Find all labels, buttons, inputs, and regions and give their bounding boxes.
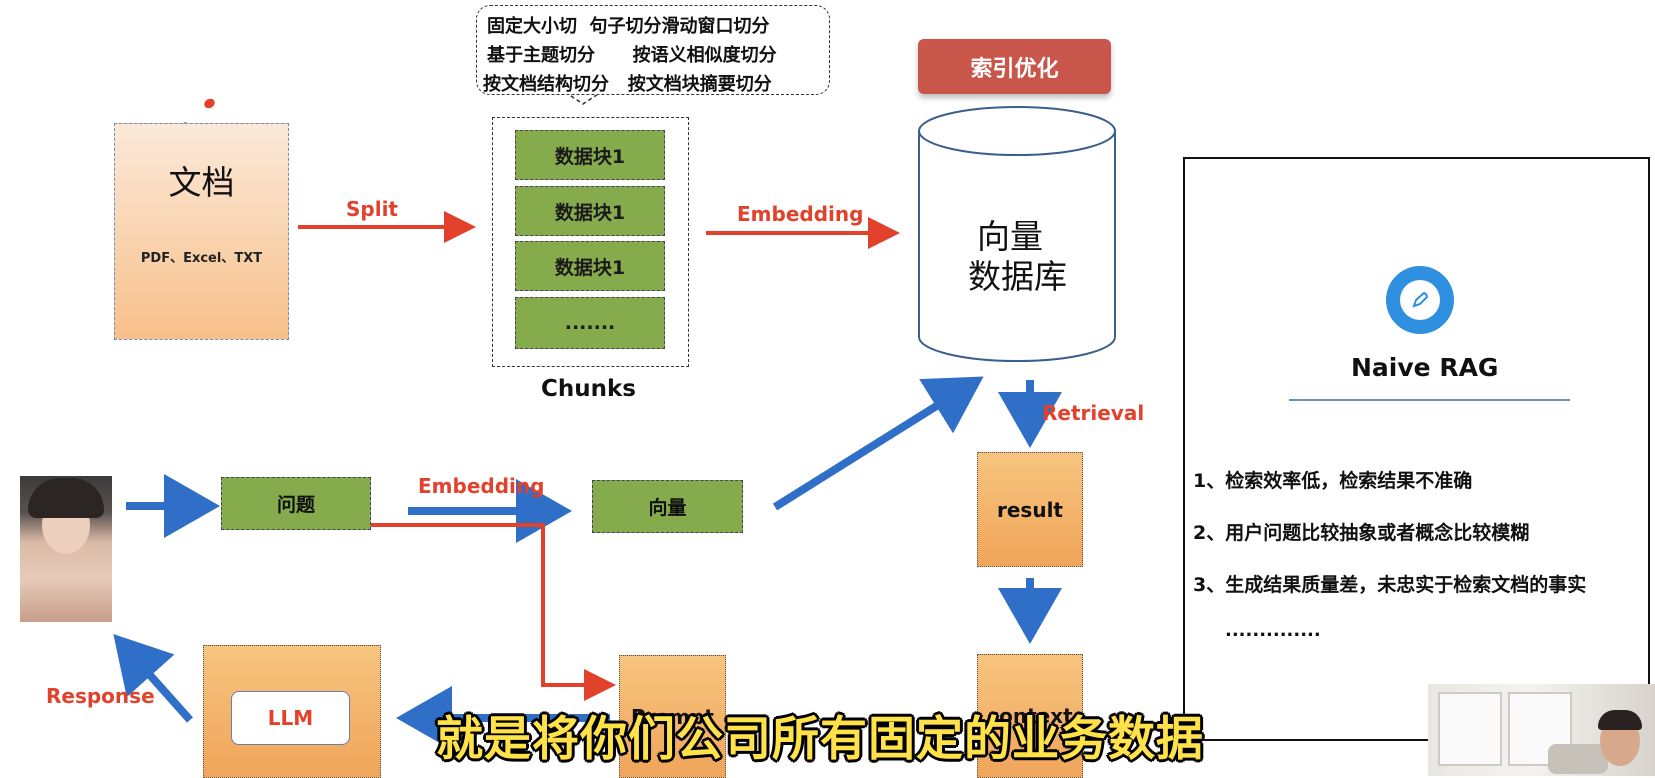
naive-rag-issue-1: 1、检索效率低，检索结果不准确 (1193, 470, 1473, 492)
strategy-row-1: 固定大小切 句子切分滑动窗口切分 (487, 16, 770, 37)
chunks-label: Chunks (541, 376, 636, 402)
vector-database-cylinder (918, 106, 1116, 362)
retrieval-label: Retrieval (1042, 401, 1145, 425)
embedding-label-bottom: Embedding (418, 474, 545, 498)
vector-db-label-line1: 向量 (977, 217, 1043, 256)
document-box: 文档 PDF、Excel、TXT (114, 123, 289, 340)
context-box: context (977, 654, 1083, 778)
chunk-block: 数据块1 (515, 130, 665, 180)
response-arrow (113, 634, 193, 723)
result-box: result (977, 452, 1083, 567)
strategy-row-2: 基于主题切分 按语义相似度切分 (487, 45, 777, 66)
index-optimization-badge: 索引优化 (918, 39, 1111, 94)
naive-rag-panel (1183, 157, 1650, 741)
bubble-tail (564, 91, 602, 105)
chunk-block-more: ....... (515, 297, 665, 349)
naive-rag-title: Naive RAG (1351, 353, 1499, 382)
chunk-block: 数据块1 (515, 241, 665, 291)
strategy-row-3: 按文档结构切分 按文档块摘要切分 (483, 74, 772, 95)
vector-box: 向量 (592, 480, 743, 533)
naive-rag-more: .............. (1225, 620, 1321, 641)
video-subtitle: 就是将你们公司所有固定的业务数据 (436, 712, 1204, 767)
user-avatar (20, 476, 112, 622)
chunks-container (492, 117, 689, 367)
question-to-prompt-line (370, 523, 616, 701)
document-formats: PDF、Excel、TXT (140, 251, 263, 266)
split-label: Split (346, 197, 398, 221)
naive-rag-issue-2: 2、用户问题比较抽象或者概念比较模糊 (1193, 522, 1530, 544)
document-title: 文档 (168, 163, 235, 202)
response-label: Response (46, 684, 155, 708)
vector-to-db-arrow (772, 376, 984, 511)
embedding-label-top: Embedding (737, 202, 864, 226)
naive-rag-issue-3: 3、生成结果质量差，未忠实于检索文档的事实 (1193, 574, 1587, 596)
edit-icon (1386, 266, 1454, 334)
prompt-box: Prompt (619, 655, 726, 778)
naive-rag-divider (1289, 399, 1570, 401)
split-strategies-bubble: 固定大小切 句子切分滑动窗口切分 基于主题切分 按语义相似度切分 按文档结构切分… (476, 5, 830, 95)
vector-db-label-line2: 数据库 (968, 257, 1067, 296)
presenter-webcam (1428, 684, 1655, 776)
question-box: 问题 (221, 477, 371, 530)
llm-box: LLM (231, 691, 350, 745)
chunk-block: 数据块1 (515, 186, 665, 236)
